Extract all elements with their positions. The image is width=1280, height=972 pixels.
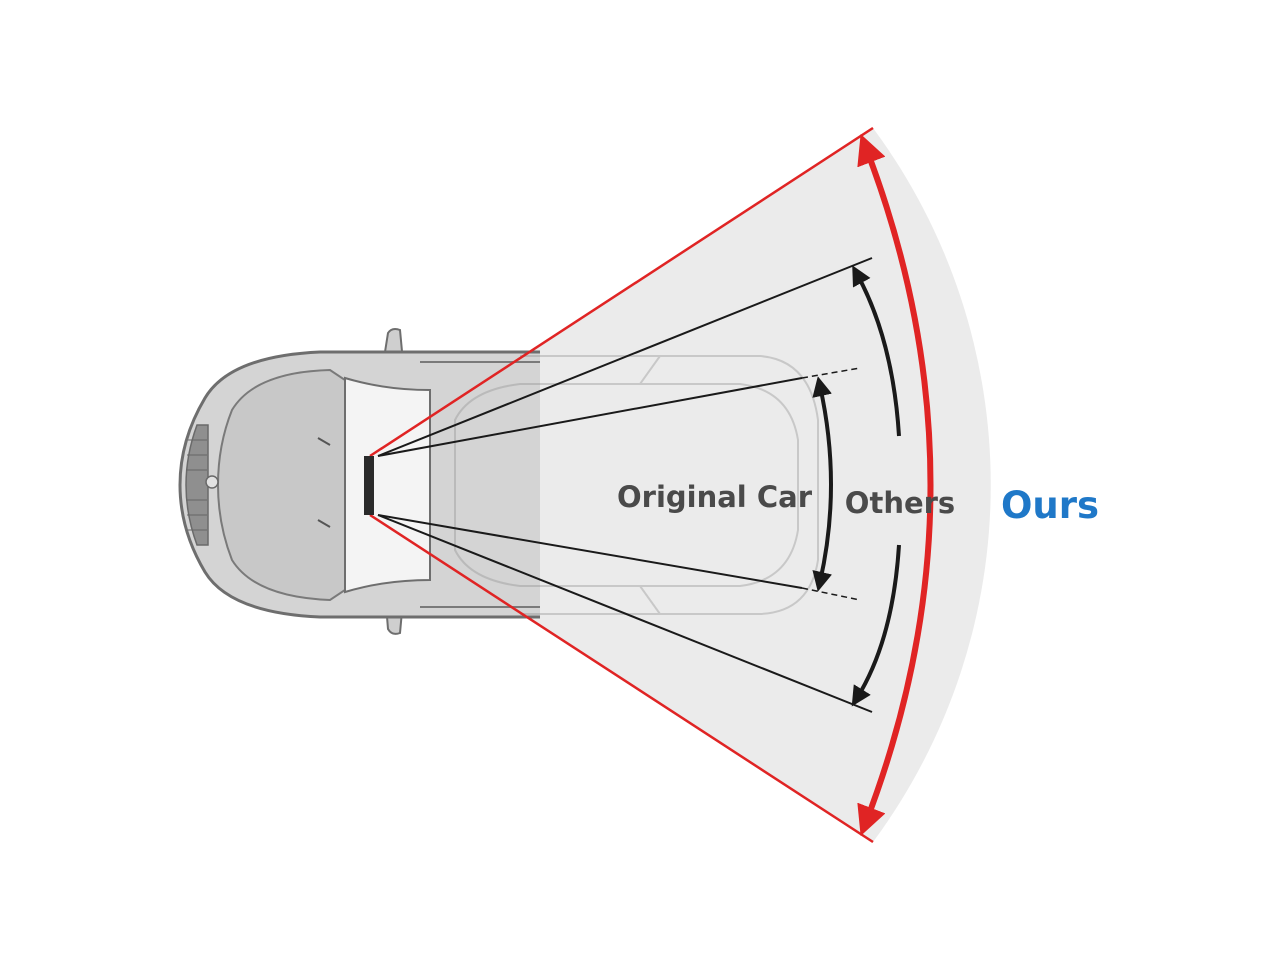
original-car-label: Original Car (617, 480, 813, 514)
others-label: Others (845, 486, 955, 520)
camera-icon (364, 456, 374, 515)
others-fov-rays (377, 257, 873, 713)
ours-fov-arc (857, 133, 934, 837)
original-car-fov-rays (377, 367, 861, 601)
others-fov-arc-bottom (851, 544, 901, 707)
top-view-car-icon (178, 328, 540, 635)
ours-fov-area (370, 128, 991, 842)
ours-label: Ours (1001, 484, 1099, 527)
ours-fov-rays (369, 126, 874, 844)
others-fov-arc-top (852, 265, 901, 437)
original-car-fov-arc (812, 376, 833, 592)
